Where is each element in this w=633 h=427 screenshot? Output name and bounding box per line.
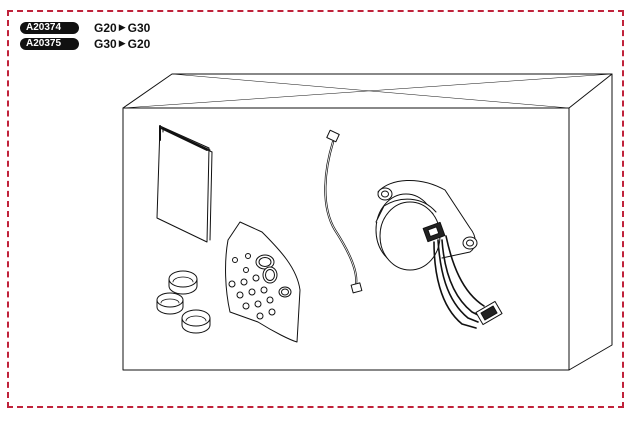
kit-code-badge: A20375 (20, 37, 79, 50)
conversion-to: G20 (127, 36, 151, 51)
hardware-bag (225, 221, 301, 343)
wiring-harness (324, 129, 363, 294)
conversion-to: G30 (127, 20, 151, 35)
kit-row-a20375: A20375 G30 ▶ G20 (20, 37, 150, 51)
arrow-right-icon: ▶ (118, 22, 126, 32)
screw-set (228, 253, 276, 320)
conversion-from: G20 (94, 20, 117, 35)
kit-row-a20374: A20374 G20 ▶ G30 (20, 21, 150, 35)
instruction-booklet (156, 125, 213, 243)
dashed-border-frame (7, 10, 624, 408)
conversion-label: G30 ▶ G20 (94, 37, 150, 51)
arrow-right-icon: ▶ (118, 38, 126, 48)
conversion-label: G20 ▶ G30 (94, 21, 150, 35)
conversion-from: G30 (94, 36, 117, 51)
box-outline (122, 73, 613, 371)
kit-code-badge: A20374 (20, 21, 79, 34)
gas-valve-assembly (375, 179, 503, 329)
rubber-caps (156, 270, 211, 334)
valve-wires (433, 235, 485, 329)
